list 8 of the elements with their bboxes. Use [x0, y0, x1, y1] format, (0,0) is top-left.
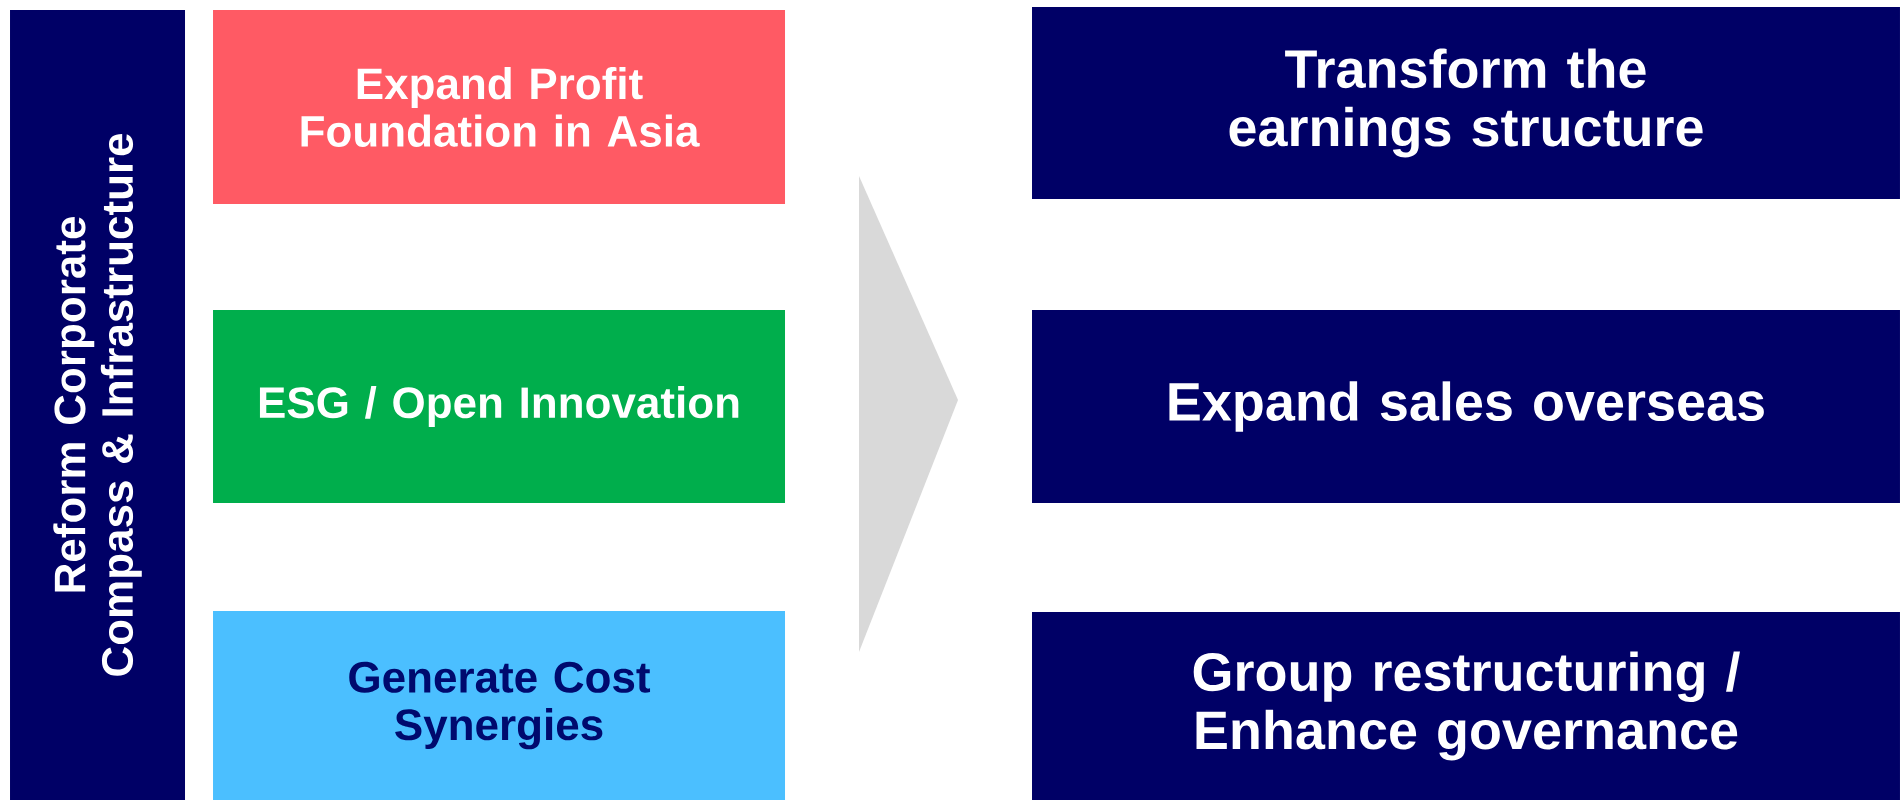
goal-box: Transform the earnings structure: [1032, 7, 1900, 199]
goal-box: Expand sales overseas: [1032, 310, 1900, 503]
strategy-box: Generate Cost Synergies: [213, 611, 785, 800]
vertical-banner: Reform Corporate Compass & Infrastructure: [10, 10, 185, 800]
strategy-box: Expand Profit Foundation in Asia: [213, 10, 785, 204]
strategy-box: ESG / Open Innovation: [213, 310, 785, 503]
goal-box: Group restructuring / Enhance governance: [1032, 612, 1900, 800]
chevron-arrow: [859, 176, 958, 652]
